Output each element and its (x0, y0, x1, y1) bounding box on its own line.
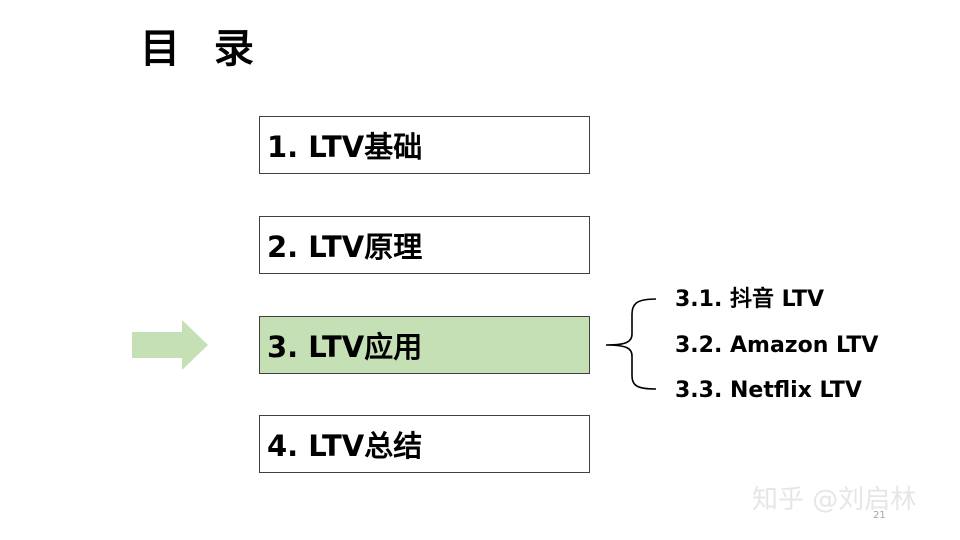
zhihu-watermark: 知乎 @刘启林 (752, 485, 917, 515)
slide-title: 目 录 (140, 26, 264, 72)
subsection-item-amazon-ltv: 3.2. Amazon LTV (675, 333, 879, 358)
toc-item-label: 3. LTV应用 (267, 330, 423, 364)
toc-item-ltv-applications: 3. LTV应用 (259, 316, 590, 374)
toc-item-ltv-basics: 1. LTV基础 (259, 116, 590, 174)
toc-item-ltv-summary: 4. LTV总结 (259, 415, 590, 473)
toc-item-ltv-principles: 2. LTV原理 (259, 216, 590, 274)
curly-brace-icon (605, 298, 657, 390)
toc-item-label: 2. LTV原理 (267, 230, 423, 264)
subsection-item-netflix-ltv: 3.3. Netflix LTV (675, 378, 862, 403)
page-number: 21 (873, 510, 886, 521)
right-arrow-icon (132, 320, 208, 370)
toc-item-label: 1. LTV基础 (267, 130, 423, 164)
subsection-item-douyin-ltv: 3.1. 抖音 LTV (675, 287, 825, 312)
toc-item-label: 4. LTV总结 (267, 429, 423, 463)
curly-brace-path (605, 298, 657, 390)
right-arrow-shape (132, 320, 208, 370)
